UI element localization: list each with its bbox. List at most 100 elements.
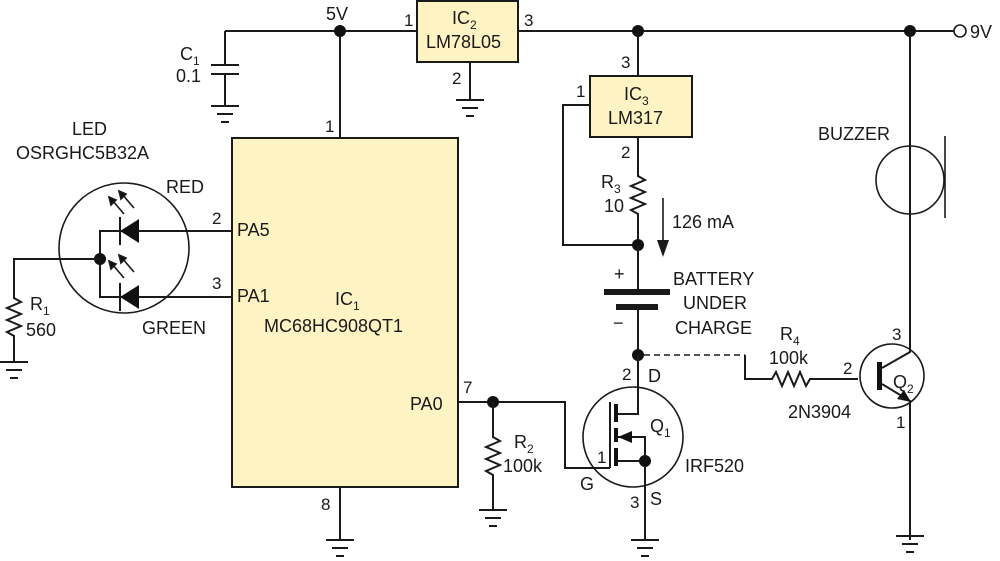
junction-source — [639, 455, 651, 467]
wire-pa0-gate — [458, 401, 610, 469]
q1-part: IRF520 — [685, 456, 744, 476]
ic2-pin-out: 3 — [524, 11, 533, 30]
ic1-body — [231, 137, 459, 488]
wire-ic3-adj — [562, 104, 638, 246]
capacitor-symbol — [211, 31, 239, 106]
q1-pin-s: 3 — [630, 493, 639, 512]
q2-base-bar — [877, 362, 882, 390]
led-red-label: RED — [166, 177, 204, 197]
battery-label-3: CHARGE — [675, 318, 752, 338]
ic2-pin-gnd: 2 — [452, 69, 461, 88]
ic3-body — [589, 75, 693, 138]
resistor-r3 — [628, 137, 648, 245]
c1-value: 0.1 — [176, 66, 201, 86]
battery-minus: − — [613, 313, 624, 333]
alarm-driver: R4 100k Q2 2N3904 3 2 1 BUZZER — [644, 31, 946, 553]
ic1-pa1-pin: 3 — [212, 274, 221, 293]
ic3-part: LM317 — [608, 108, 663, 128]
q2-name: Q2 — [893, 372, 914, 396]
ic1-pa1-label: PA1 — [237, 286, 270, 306]
ic1-pa5-pin: 2 — [212, 209, 221, 228]
battery-label-1: BATTERY — [673, 269, 754, 289]
microcontroller-ic1: 1 IC1 MC68HC908QT1 PA5 PA1 PA0 2 3 7 8 — [212, 117, 472, 557]
current-label: 126 mA — [672, 212, 734, 232]
q1-name: Q1 — [650, 416, 671, 440]
wire-drain — [617, 355, 639, 415]
ground-icon — [326, 539, 354, 557]
led-package-outline — [58, 182, 190, 314]
wire-source — [618, 436, 646, 540]
resistor-r2 — [483, 402, 503, 510]
ic3-pin-out: 2 — [621, 143, 630, 162]
r1-value: 560 — [26, 320, 56, 340]
arrow-icon — [618, 431, 632, 443]
q1-package-outline — [582, 386, 684, 488]
capacitor-c1: C1 0.1 — [176, 31, 239, 123]
resistor-r4 — [744, 355, 858, 389]
ground-icon — [456, 99, 484, 117]
ground-icon — [896, 535, 924, 553]
q2-pin-b: 2 — [843, 359, 852, 378]
q1-label-g: G — [580, 474, 594, 494]
ic1-pa0-label: PA0 — [410, 394, 443, 414]
resistor-r1-symbol — [4, 258, 100, 362]
battery-under-charge: + − BATTERY UNDER CHARGE — [604, 245, 754, 361]
r2-name: R2 — [514, 432, 534, 456]
led-bicolor: LED OSRGHC5B32A RED GREEN — [16, 119, 232, 338]
diode-red-icon — [120, 219, 139, 243]
terminal-9v — [953, 24, 967, 38]
ic1-pa5-label: PA5 — [237, 220, 270, 240]
ic3-pin-adj: 1 — [576, 82, 585, 101]
ic1-pin-vss: 8 — [321, 495, 330, 514]
q1-channel — [614, 404, 618, 466]
ground-icon — [211, 105, 239, 123]
r2-value: 100k — [503, 456, 543, 476]
wire-q2-collector — [881, 31, 911, 369]
buzzer-label: BUZZER — [818, 124, 890, 144]
battery-plate-negative — [616, 304, 658, 310]
battery-plate-positive — [604, 289, 670, 295]
arrow-icon — [897, 390, 911, 402]
ground-icon — [631, 539, 659, 557]
ic1-name: IC1 — [335, 289, 360, 313]
ic2-name: IC2 — [452, 8, 477, 32]
battery-plus: + — [614, 264, 625, 284]
light-emission-green-icon — [107, 253, 135, 279]
ic2-body — [416, 0, 519, 63]
diode-green-icon — [120, 285, 139, 309]
regulator-ic2: IC2 LM78L05 1 3 2 — [404, 0, 533, 117]
rail-5v: 5V — [225, 4, 417, 138]
label-5v: 5V — [326, 4, 348, 24]
ic2-pin-in: 1 — [404, 11, 413, 30]
ground-icon — [0, 361, 28, 379]
q2-package-outline — [859, 343, 925, 409]
q2-pin-c: 3 — [892, 325, 901, 344]
gate-drive: R2 100k — [458, 396, 610, 527]
r3-name: R3 — [601, 172, 621, 196]
c1-name: C1 — [180, 44, 200, 68]
q1-label-d: D — [648, 366, 661, 386]
light-emission-red-icon — [107, 189, 135, 215]
mosfet-q1: Q1 IRF520 2 D 1 G 3 S — [580, 355, 744, 557]
ic1-pa0-pin: 7 — [463, 378, 472, 397]
label-9v: 9V — [970, 22, 992, 42]
ic3-pin-in: 3 — [621, 53, 630, 72]
r4-value: 100k — [769, 348, 809, 368]
ground-icon — [479, 509, 507, 527]
q1-pin-g: 1 — [597, 448, 606, 467]
resistor-r1: R1 560 — [0, 258, 100, 379]
ic3-name: IC3 — [624, 84, 649, 108]
arrow-down-icon — [657, 240, 669, 257]
ic2-part: LM78L05 — [426, 32, 501, 52]
q2-part: 2N3904 — [788, 402, 851, 422]
regulator-ic3: IC3 LM317 3 1 2 R3 10 126 mA — [562, 31, 734, 257]
q2-pin-e: 1 — [896, 413, 905, 432]
led-green-label: GREEN — [142, 318, 206, 338]
q1-label-s: S — [650, 489, 662, 509]
battery-label-2: UNDER — [683, 293, 747, 313]
ic1-pin-vdd: 1 — [325, 117, 334, 136]
buzzer-icon — [875, 145, 945, 215]
led-title: LED — [72, 119, 107, 139]
